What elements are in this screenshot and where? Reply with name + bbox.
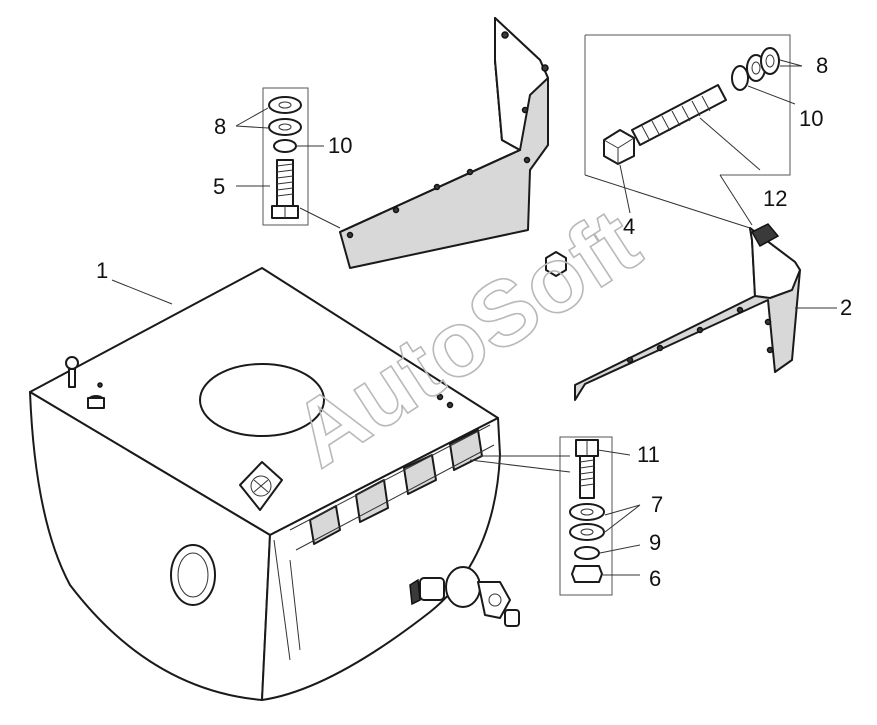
callout-2: 2 (840, 295, 852, 320)
stud-12 (631, 84, 761, 171)
washer-7a (569, 503, 605, 521)
bolt-5 (271, 159, 299, 219)
nut-6 (571, 565, 603, 583)
washer-8b (268, 118, 302, 136)
callout-7: 7 (651, 492, 663, 517)
callout-8-right: 8 (816, 53, 828, 78)
callout-8-left: 8 (214, 114, 226, 139)
lockwasher-10-right (731, 65, 749, 91)
callout-6: 6 (649, 566, 661, 591)
callout-1: 1 (96, 258, 108, 283)
bolt-group-bottom (469, 436, 613, 596)
callout-10-right: 10 (799, 106, 823, 131)
callout-10-left: 10 (328, 133, 352, 158)
fuel-sender (239, 461, 283, 511)
filler-cap (199, 363, 325, 437)
callout-4: 4 (623, 214, 635, 239)
leader-lines (111, 59, 837, 576)
callout-12: 12 (763, 186, 787, 211)
lockwasher-9 (574, 546, 600, 560)
callout-5: 5 (213, 174, 225, 199)
bolt-11 (575, 439, 599, 499)
callout-labels: 1 2 4 5 6 7 8 8 9 10 10 11 12 (96, 53, 852, 591)
gauge-knob (65, 356, 79, 370)
inspection-port (170, 544, 216, 606)
bolt-group-left (262, 87, 341, 229)
drain-valve (409, 566, 520, 627)
callout-9: 9 (649, 530, 661, 555)
washer-8a (268, 96, 302, 114)
washer-7b (569, 523, 605, 541)
bracket-left (339, 17, 567, 277)
washer-8d (760, 47, 780, 75)
bolt-group-right (584, 34, 791, 229)
lockwasher-10 (273, 139, 297, 153)
group-box-left (262, 87, 309, 226)
bracket-nut (545, 251, 567, 277)
group-box-bottom (559, 436, 613, 596)
callout-11: 11 (637, 442, 660, 467)
group-box-right (584, 34, 791, 176)
fuel-tank (29, 267, 520, 701)
bracket-right (574, 223, 801, 401)
